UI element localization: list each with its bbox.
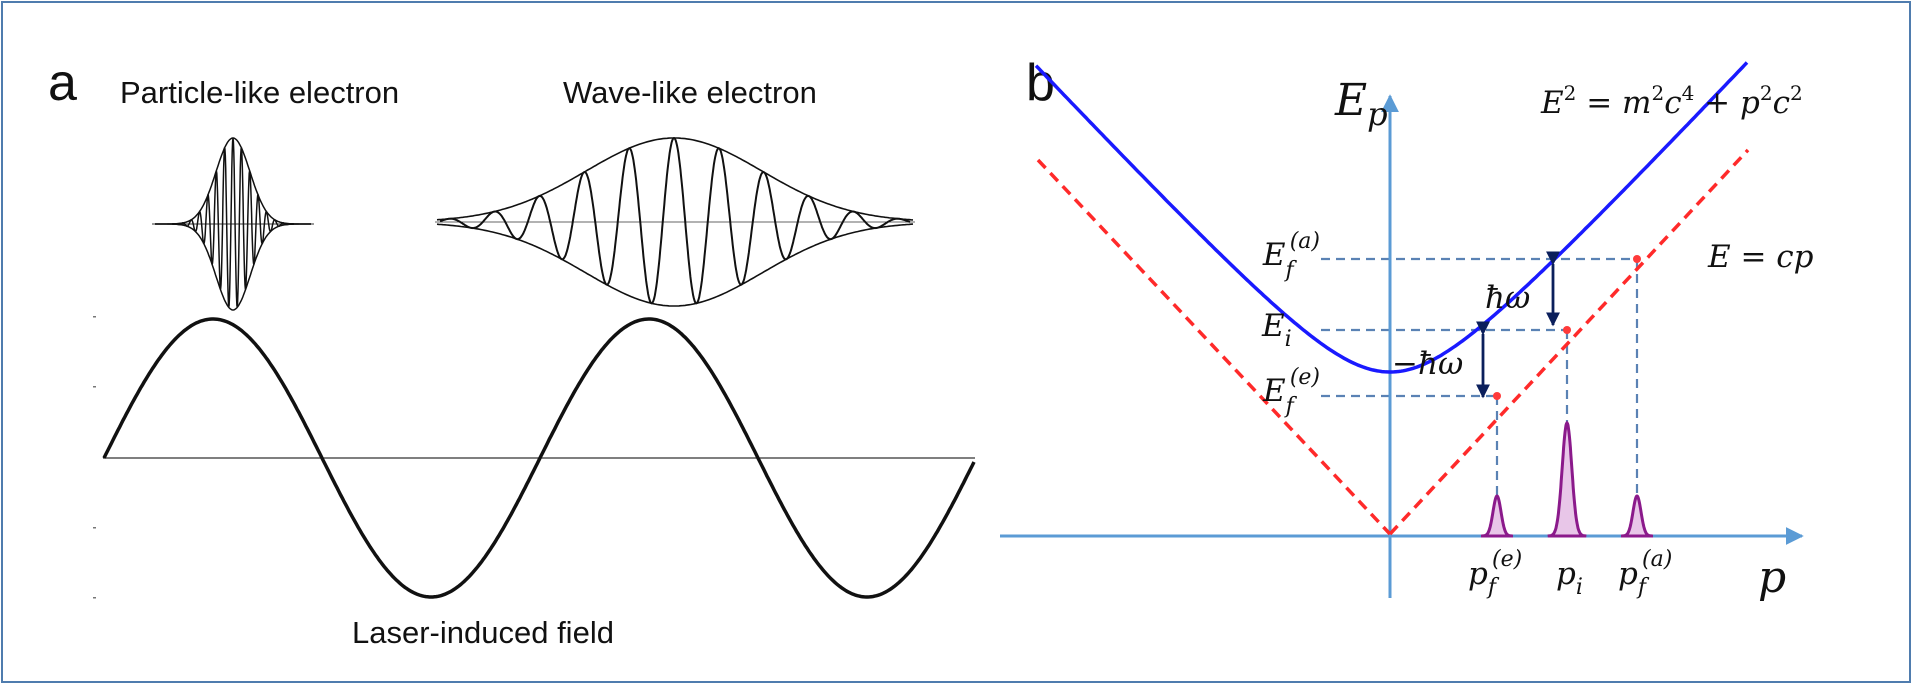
panel-b-label: b <box>1026 54 1055 112</box>
particle-envelope-lower <box>155 223 311 311</box>
peak-pi <box>1547 420 1587 538</box>
emit-label: −ħω <box>1392 346 1463 382</box>
particle-title: Particle-like electron <box>120 75 399 110</box>
dispersion-equation: E2 = m2c4 + p2c2 <box>1540 81 1803 121</box>
momentum-pf-a: pf(a) <box>1618 547 1672 600</box>
guide-lines <box>1321 257 1639 536</box>
wave-title: Wave-like electron <box>563 75 817 110</box>
momentum-pi: pi <box>1556 556 1583 600</box>
level-ef-e: Ef(e) <box>1262 365 1320 419</box>
dot-ef-e <box>1493 392 1501 400</box>
wave-envelope-lower <box>436 223 914 307</box>
light-line-left <box>1036 158 1392 536</box>
peak-pf-e <box>1481 494 1513 538</box>
momentum-pf-e: pf(e) <box>1468 547 1522 600</box>
panel-a: a Particle-like electron Wave-like elect… <box>48 54 976 650</box>
level-ef-a: Ef(a) <box>1262 229 1320 283</box>
wave-oscillation <box>439 137 911 305</box>
level-ei: Ei <box>1261 308 1292 352</box>
particle-oscillation <box>175 137 291 308</box>
light-line-right <box>1388 148 1750 536</box>
light-equation: E = cp <box>1707 239 1814 275</box>
light-lines <box>1036 148 1750 536</box>
dot-ei <box>1563 326 1571 334</box>
particle-envelope-upper <box>155 137 311 225</box>
panel-b: b <box>1000 54 1814 603</box>
state-dots <box>1493 255 1641 400</box>
peak-pf-a <box>1621 494 1653 538</box>
dot-ef-a <box>1633 255 1641 263</box>
wave-wavepacket <box>435 137 915 307</box>
panel-a-label: a <box>48 54 77 112</box>
momentum-peaks <box>1481 420 1653 538</box>
laser-tick-marks <box>93 316 96 599</box>
laser-field <box>93 316 976 599</box>
transition-arrows <box>1476 251 1560 399</box>
wave-envelope-upper <box>436 137 914 221</box>
y-axis-label: Ep <box>1334 75 1388 133</box>
dispersion-curve <box>1034 61 1749 374</box>
laser-sine-wave <box>102 317 976 599</box>
particle-wavepacket <box>152 137 314 311</box>
field-title: Laser-induced field <box>352 615 614 650</box>
absorb-label: ħω <box>1485 280 1530 316</box>
x-axis-label: p <box>1758 552 1786 603</box>
